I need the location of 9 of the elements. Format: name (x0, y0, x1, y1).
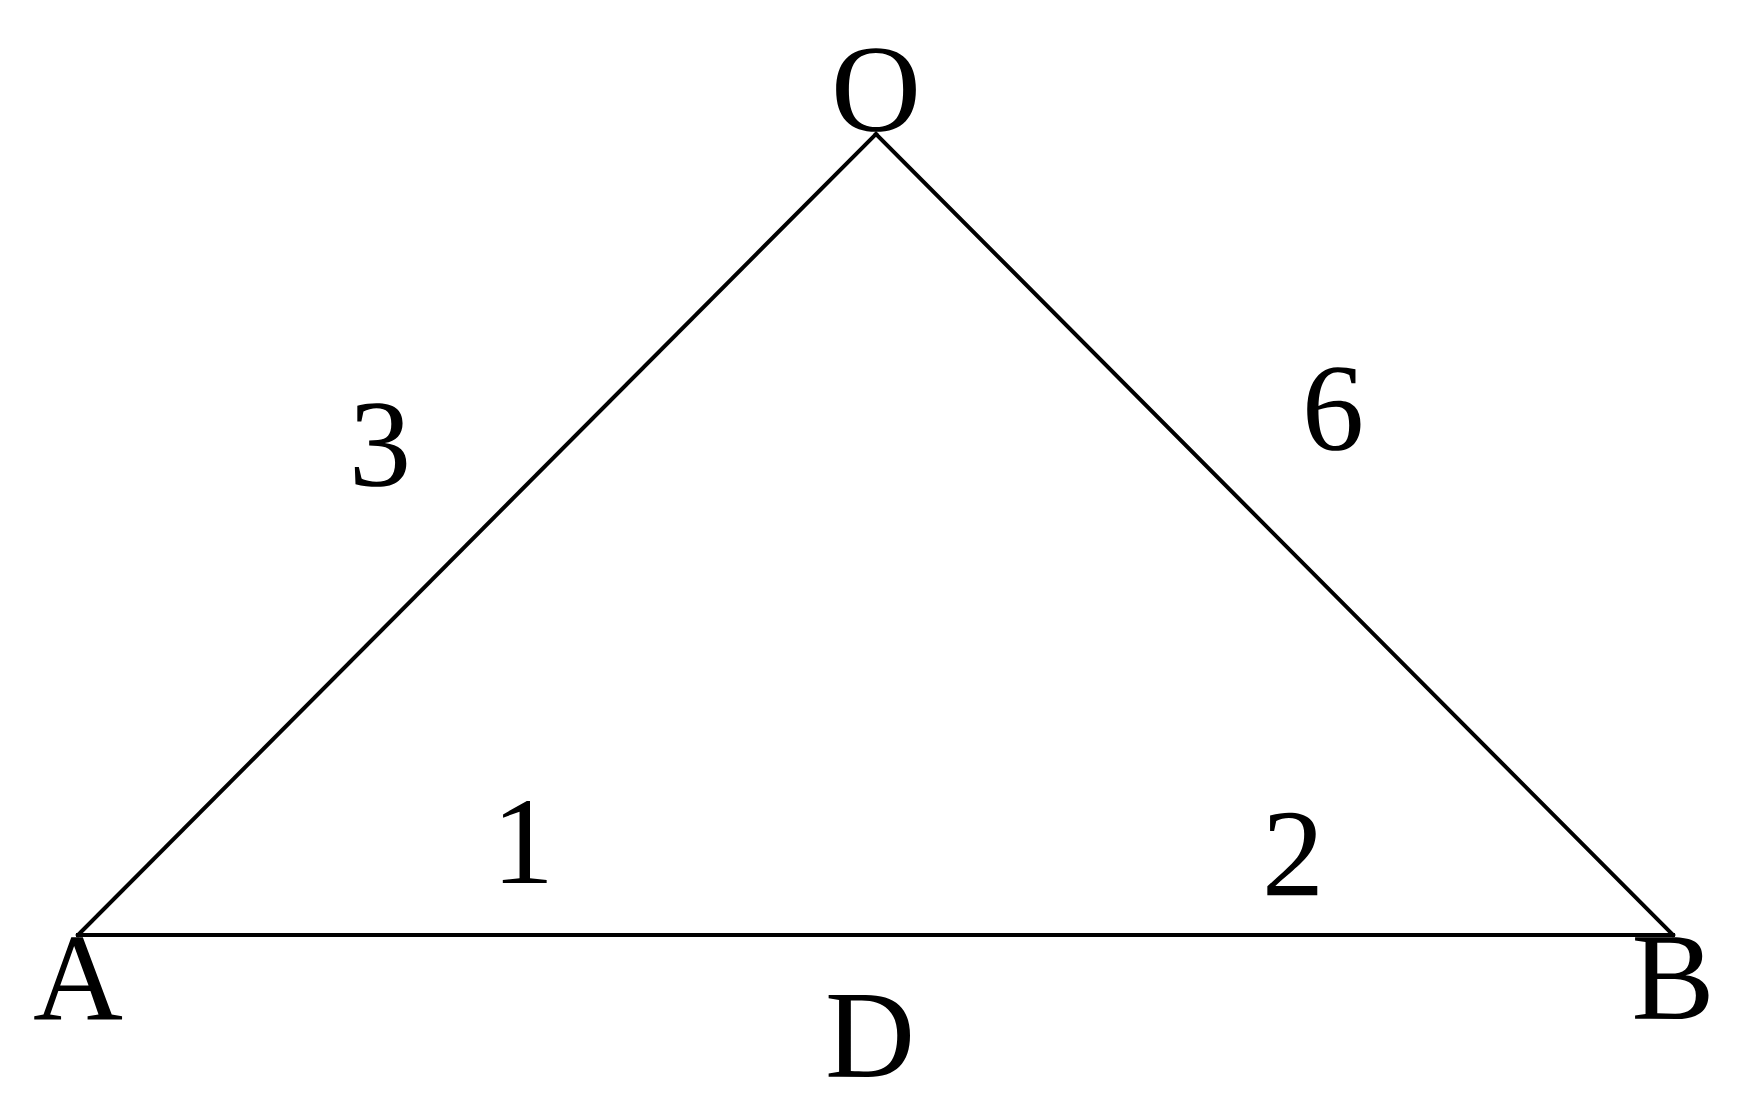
edge-label: 6 (1307, 367, 1361, 451)
point-label: D (828, 995, 910, 1077)
edge-label: 3 (354, 403, 407, 487)
vertex-label: A (34, 937, 123, 1020)
point-label: 1 (502, 800, 547, 884)
triangle-side (76, 933, 1675, 937)
vertex-label: B (1635, 937, 1709, 1020)
vertex-label: O (836, 48, 916, 132)
point-label: 2 (1267, 812, 1318, 896)
